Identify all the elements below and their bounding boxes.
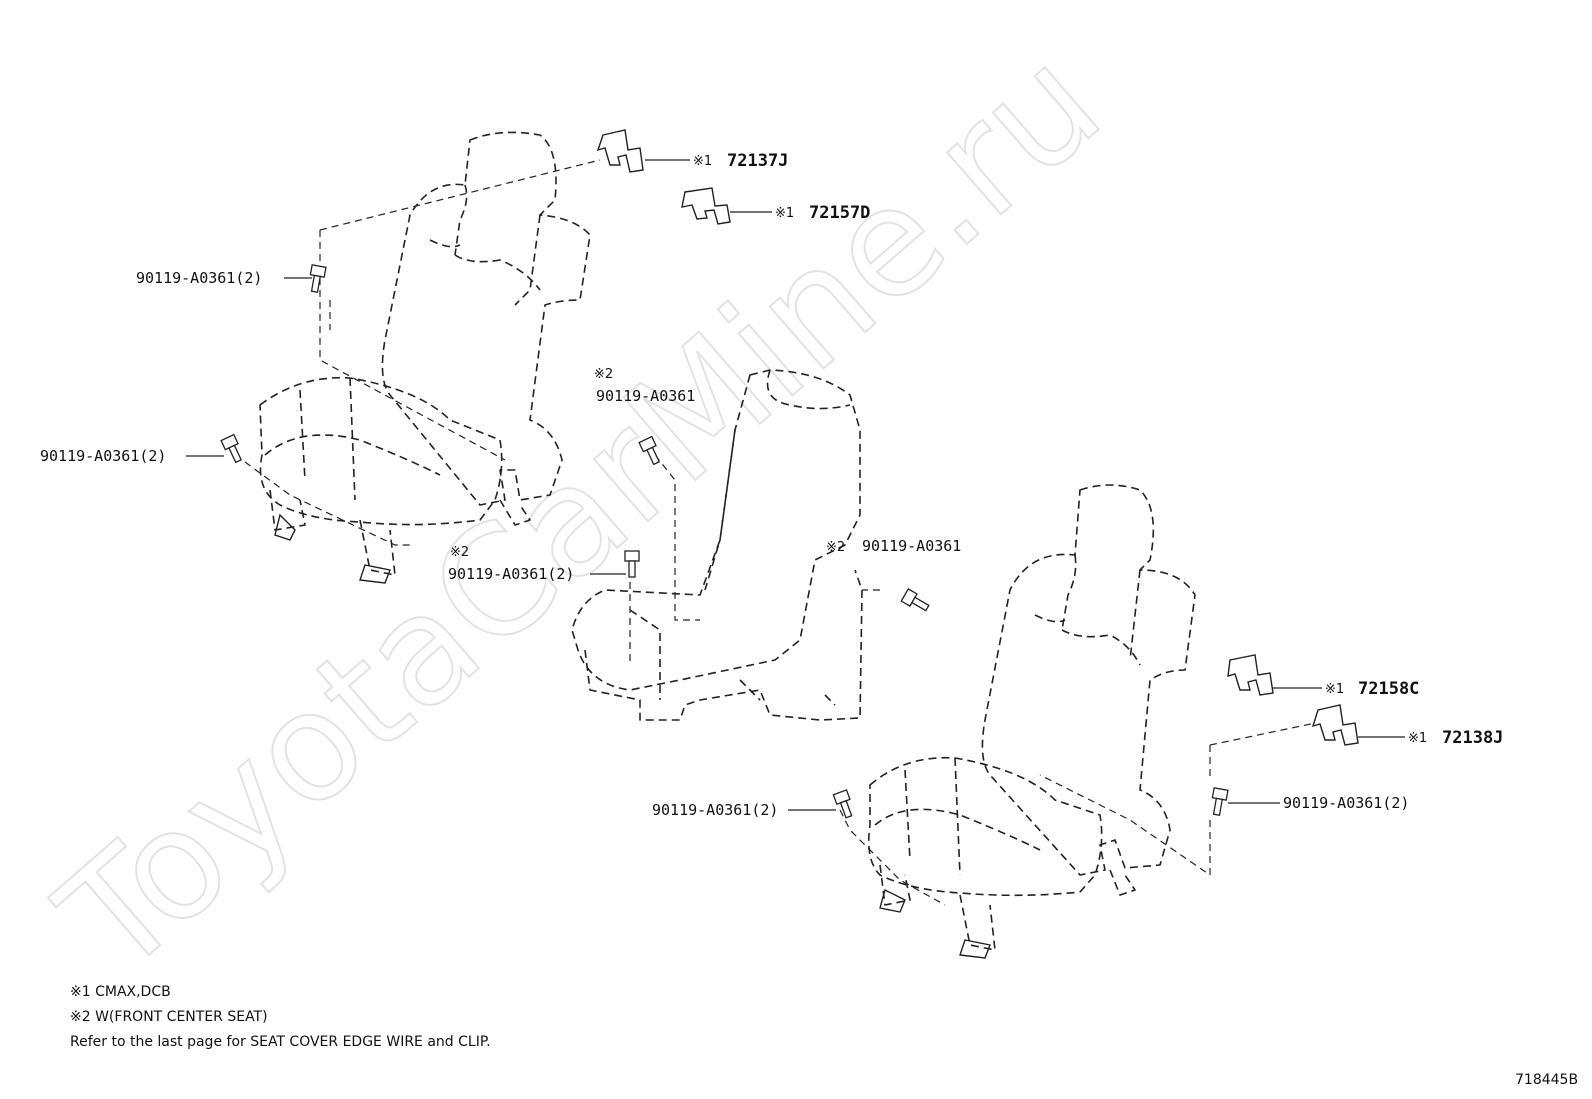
clip-72158c-icon <box>1227 654 1274 696</box>
clip-72138j-code: 72138J <box>1442 728 1503 748</box>
bolt-center-top-code: 90119-A0361 <box>596 387 695 405</box>
note-1: ※1 CMAX,DCB <box>70 984 171 1000</box>
seat-left <box>234 131 601 584</box>
bolt-center-right-code: 90119-A0361 <box>862 537 961 555</box>
clip-72138j-icon <box>1311 704 1359 746</box>
clip-72157d-icon <box>681 187 731 225</box>
clip-72157d-code: 72157D <box>809 203 870 223</box>
bolt-center-right-mark: ※2 <box>826 540 845 555</box>
diagram-id: 718445B <box>1515 1072 1578 1088</box>
clip-72137j-mark: ※1 <box>693 154 712 169</box>
clip-72158c-code: 72158C <box>1358 679 1419 699</box>
bolt-left-upper-code: 90119-A0361(2) <box>136 269 262 287</box>
clip-72137j-icon <box>596 129 644 173</box>
note-2: ※2 W(FRONT CENTER SEAT) <box>70 1009 268 1025</box>
bolt-right-right-code: 90119-A0361(2) <box>1283 794 1409 812</box>
clip-72138j-mark: ※1 <box>1408 731 1427 746</box>
seat-right <box>839 484 1331 959</box>
seat-center <box>571 369 880 721</box>
clip-72157d-mark: ※1 <box>775 206 794 221</box>
bolt-right-left-code: 90119-A0361(2) <box>652 801 778 819</box>
bolt-center-lower-mark: ※2 <box>450 545 469 560</box>
bolt-center-lower-code: 90119-A0361(2) <box>448 565 574 583</box>
clip-72137j-code: 72137J <box>727 151 788 171</box>
bolt-center-top-mark: ※2 <box>594 367 613 382</box>
note-3: Refer to the last page for SEAT COVER ED… <box>70 1034 491 1050</box>
clip-72158c-mark: ※1 <box>1325 682 1344 697</box>
bolt-left-lower-code: 90119-A0361(2) <box>40 447 166 465</box>
bolt-icon <box>220 264 1229 819</box>
leader-lines <box>186 159 1405 811</box>
